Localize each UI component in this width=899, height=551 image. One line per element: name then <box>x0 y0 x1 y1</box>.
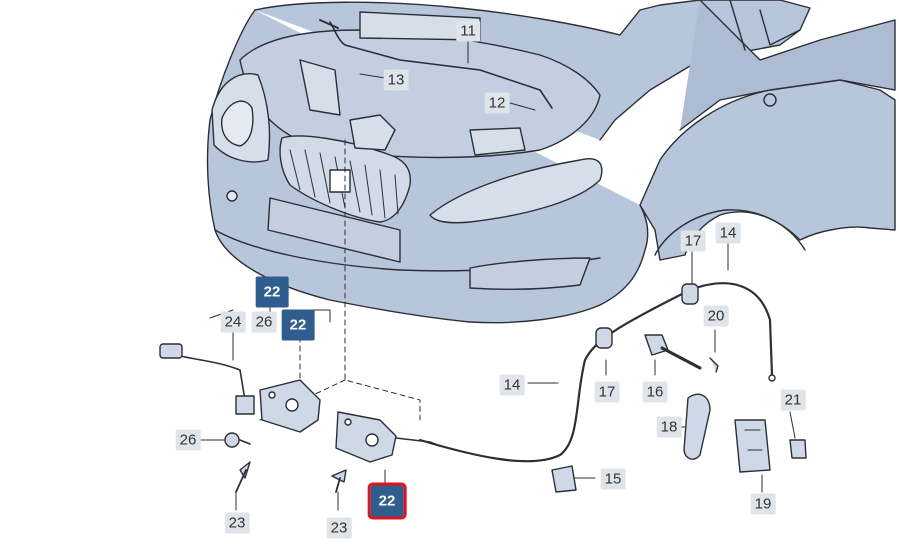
callout-17-upper[interactable]: 17 <box>680 230 706 252</box>
callout-17-lower[interactable]: 17 <box>594 381 620 403</box>
callout-14-lower[interactable]: 14 <box>499 374 525 396</box>
callout-11[interactable]: 11 <box>456 20 480 42</box>
callout-26-lower[interactable]: 26 <box>175 429 201 451</box>
callout-21[interactable]: 21 <box>780 389 806 411</box>
callout-22-middle[interactable]: 22 <box>281 309 315 341</box>
callout-16[interactable]: 16 <box>642 381 668 403</box>
callout-26-upper[interactable]: 26 <box>251 311 277 333</box>
callout-23-left[interactable]: 23 <box>224 512 250 534</box>
callout-22-upper[interactable]: 22 <box>255 276 289 308</box>
callout-24[interactable]: 24 <box>220 311 246 333</box>
bolts <box>224 432 347 493</box>
car-front-body <box>206 0 896 324</box>
callout-23-right[interactable]: 23 <box>326 517 352 539</box>
callout-19[interactable]: 19 <box>750 493 776 515</box>
leader-lines <box>199 39 796 511</box>
callout-15[interactable]: 15 <box>600 468 626 490</box>
release-cable <box>418 282 776 463</box>
callout-13[interactable]: 13 <box>383 69 409 91</box>
callout-12[interactable]: 12 <box>484 92 510 114</box>
left-lock-assembly <box>159 343 321 433</box>
callout-20[interactable]: 20 <box>703 305 729 327</box>
callout-18[interactable]: 18 <box>656 416 682 438</box>
callout-22-selected[interactable]: 22 <box>367 482 407 520</box>
small-parts <box>551 334 807 493</box>
hood-lock <box>335 411 441 463</box>
callout-14-upper[interactable]: 14 <box>715 222 741 244</box>
